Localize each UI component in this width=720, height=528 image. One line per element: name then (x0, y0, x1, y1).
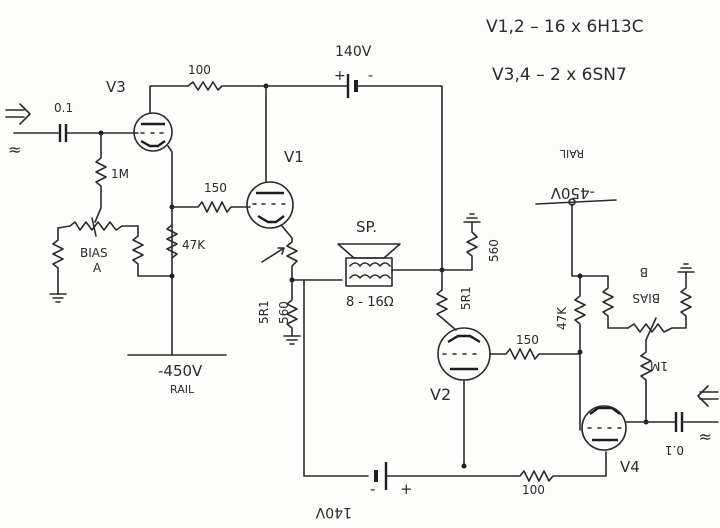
battery-bottom-voltage: 140V (315, 504, 352, 520)
v1-label: V1 (284, 148, 304, 166)
bias-a-sub: A (93, 261, 102, 275)
resistor-100-bottom (385, 451, 607, 482)
r-150-right-label: 150 (516, 333, 539, 347)
tube-v2 (437, 327, 491, 381)
input-right-symbol: ≈ (699, 428, 712, 447)
resistor-560-left (286, 279, 298, 337)
input-arrow-right (697, 385, 719, 407)
r-100-top-label: 100 (188, 63, 211, 77)
resistor-150-right (489, 348, 581, 360)
resistor-5r1-left (281, 225, 343, 281)
tube-v1 (246, 181, 294, 229)
rail-right-voltage: -450V (550, 184, 595, 202)
r-5r1-left-label: 5R1 (257, 300, 271, 324)
resistor-100-top (187, 81, 267, 91)
pointer-arrow (261, 247, 285, 263)
battery-top-plus: + (334, 68, 346, 84)
battery-bottom-plus: + (400, 480, 413, 498)
speaker-label: SP. (356, 218, 377, 236)
battery-bottom-minus: - (370, 480, 375, 498)
resistor-47k-right (571, 203, 586, 431)
bias-pot-b (627, 323, 673, 333)
bias-a-label: BIAS (80, 246, 108, 260)
tube-v4 (581, 405, 627, 451)
r-47k-left-label: 47K (182, 238, 206, 252)
tube-v3 (133, 112, 173, 152)
battery-top-minus: - (368, 68, 373, 84)
resistor-47k-left (166, 224, 178, 259)
ground-right (677, 263, 695, 273)
r-5r1-right-label: 5R1 (459, 286, 473, 310)
capacitor-right (674, 412, 684, 432)
resistor-1m-right (640, 339, 652, 423)
resistor-bias-b-right (671, 271, 692, 329)
v4-label: V4 (620, 458, 640, 476)
resistor-560-right (441, 221, 478, 271)
resistor-150-left (171, 201, 251, 213)
resistor-5r1-right (436, 269, 457, 331)
speaker-impedance: 8 - 16Ω (346, 295, 394, 310)
resistor-1m-left (95, 132, 107, 209)
ground-left (49, 293, 67, 303)
wire (355, 85, 443, 271)
r-1m-left-label: 1M (111, 167, 129, 181)
wire (167, 145, 173, 356)
r-1m-right-label: 1M (650, 359, 668, 373)
input-arrow-left (5, 103, 31, 125)
rail-right-line (535, 199, 617, 205)
bias-pot-b-wiper (645, 317, 657, 341)
resistor-bias-a-left (52, 227, 64, 295)
r-150-left-label: 150 (204, 181, 227, 195)
bias-pot-a-wiper (91, 207, 102, 237)
ground-v1 (283, 335, 301, 345)
battery-top-voltage: 140V (335, 44, 372, 60)
r-47k-right-label: 47K (555, 306, 569, 330)
bias-b-label: BIAS (632, 291, 660, 305)
ground-v2 (463, 213, 481, 223)
rail-right-label: RAIL (559, 147, 584, 160)
cap-right-value: 0.1 (665, 443, 684, 457)
spec-v12: V1,2 – 16 x 6H13C (486, 17, 644, 37)
r-560-right-label: 560 (487, 239, 501, 262)
wire (149, 85, 189, 114)
junction (461, 463, 467, 469)
r-100-bottom-label: 100 (522, 483, 545, 497)
v3-label: V3 (106, 78, 126, 96)
spec-v34: V3,4 – 2 x 6SN7 (492, 65, 627, 85)
r-560-left-label: 560 (277, 301, 291, 324)
bias-pot-a (57, 221, 139, 231)
resistor-bias-a-right (132, 225, 173, 277)
junction (169, 273, 175, 279)
cap-left-value: 0.1 (54, 101, 73, 115)
rail-left-label: RAIL (170, 383, 195, 396)
input-left-symbol: ≈ (8, 140, 21, 159)
rail-left-voltage: -450V (158, 362, 203, 380)
wire (303, 279, 369, 477)
capacitor-left (58, 124, 68, 142)
v2-label: V2 (430, 385, 451, 404)
resistor-bias-b-left (579, 275, 629, 329)
bias-b-sub: B (640, 265, 648, 279)
speaker-icon (337, 243, 401, 287)
